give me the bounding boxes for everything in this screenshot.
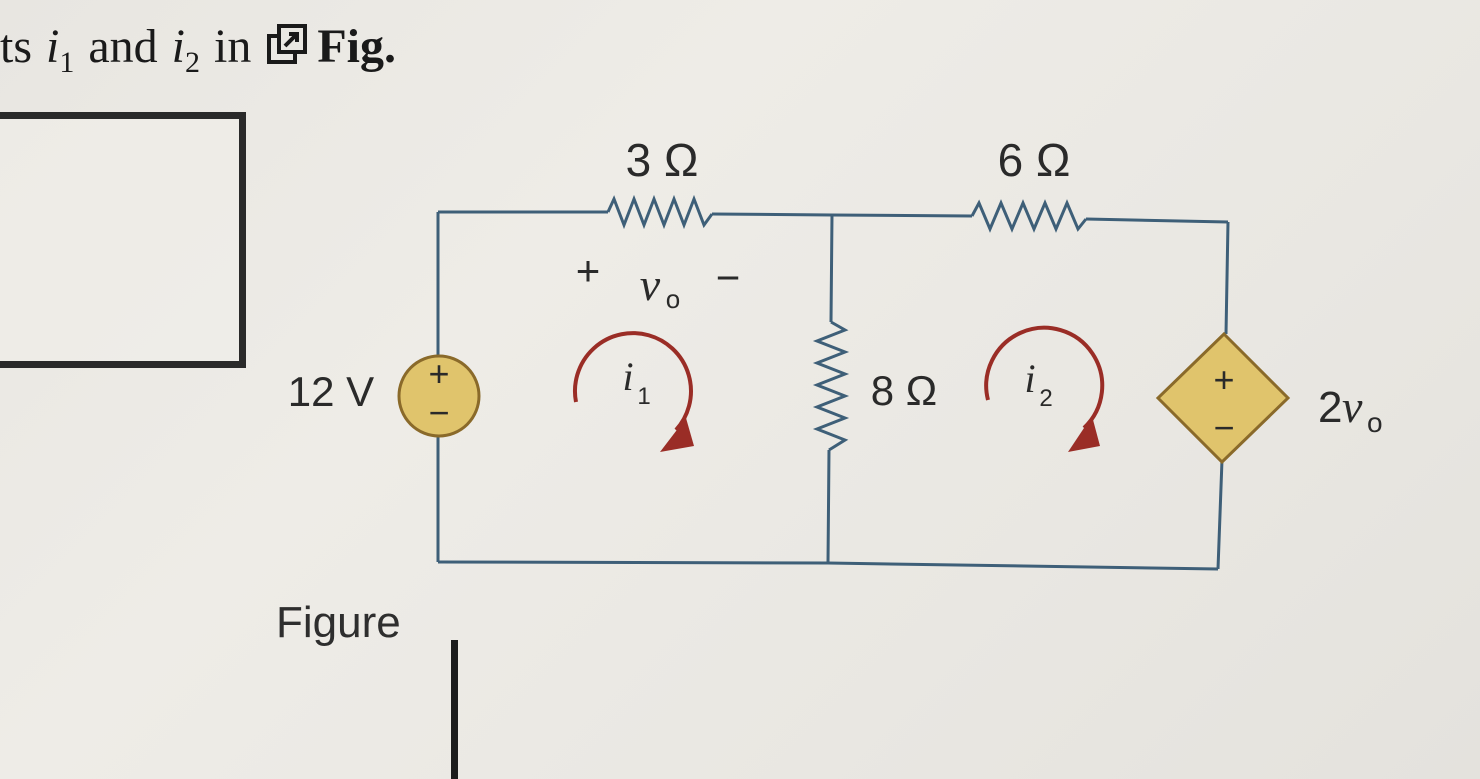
loop-arrowhead-2 [1068,416,1100,452]
label-vo-symbol: v [640,259,661,310]
label-i1-symbol: i [622,354,633,399]
source-plus: + [428,353,449,394]
heading-sub-2: 2 [185,46,201,79]
answer-box[interactable] [0,112,246,368]
mesh-arrow-i1 [572,331,694,452]
label-vo-plus: + [576,247,601,294]
label-2vo-sub: o [1367,407,1383,438]
wire-middle [826,214,834,564]
label-i1-sub: 1 [637,383,650,410]
dep-source-minus: − [1213,407,1234,448]
loop-arrowhead-1 [660,418,694,452]
heading-and: and [88,20,158,73]
heading-var-i1: i [46,20,60,73]
label-2vo-var: v [1342,381,1363,432]
resistor-8ohm [812,320,850,452]
label-r8: 8 Ω [871,367,937,414]
label-2vo-coef: 2 [1318,383,1342,432]
label-vo-minus: − [716,254,741,301]
figure-divider [451,640,458,779]
label-vo-sub: o [666,284,680,314]
voltage-source-12v: + − [397,353,481,438]
loop-arc-1 [572,331,693,432]
wire-right [1216,221,1230,570]
resistor-3ohm [606,194,714,230]
label-r6: 6 Ω [998,134,1071,186]
heading-var-i2: i [171,20,186,73]
source-minus: − [428,392,449,433]
heading-prefix: ts [0,20,33,73]
label-12v: 12 V [288,368,374,415]
wire-top-left [438,210,833,217]
loop-arc-2 [984,325,1105,430]
wire-bottom [437,560,1219,571]
mesh-arrow-i2 [984,325,1105,452]
dep-source-plus: + [1213,359,1234,400]
external-link-icon[interactable] [265,22,309,66]
wires [436,210,1230,571]
label-i2-sub: 2 [1039,385,1052,412]
dependent-voltage-source: + − [1155,331,1291,465]
wire-top-right [831,213,1229,224]
resistor-6ohm [970,199,1088,233]
label-i2-symbol: i [1024,356,1035,401]
heading-sub-1: 1 [59,46,75,79]
dep-source-diamond [1155,331,1291,465]
source-circle [397,354,481,438]
heading-in: in [214,20,252,73]
figure-label: Figure [276,598,401,647]
heading-fig-link[interactable]: Fig. [317,20,397,73]
label-r3: 3 Ω [626,134,699,186]
